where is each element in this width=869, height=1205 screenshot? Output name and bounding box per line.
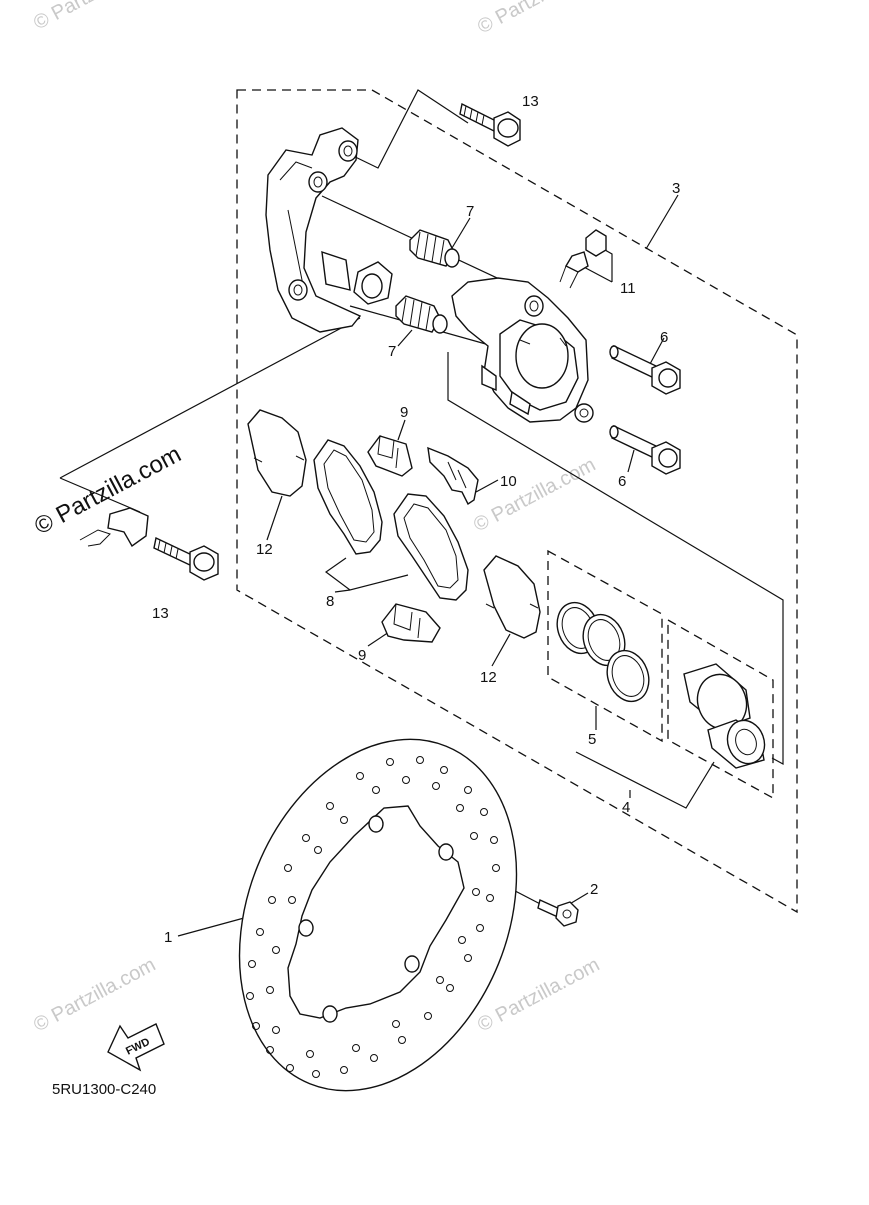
seal-kit-outline	[547, 549, 663, 743]
bolt-13-top	[459, 102, 521, 147]
callout-6-upper: 6	[660, 329, 668, 346]
callout-12-right: 12	[480, 669, 497, 686]
callout-13-top: 13	[522, 93, 539, 110]
callout-1: 1	[164, 929, 172, 946]
callout-2: 2	[590, 881, 598, 898]
slide-pin-6-upper	[609, 344, 681, 395]
watermark: © Partzilla.com	[30, 0, 159, 34]
fwd-arrow-icon: FWD	[107, 1023, 165, 1072]
slide-pin-6-lower	[609, 424, 681, 475]
watermark: © Partzilla.com	[30, 954, 159, 1037]
callout-9-upper: 9	[400, 404, 408, 421]
caliper-bracket	[265, 127, 393, 333]
shim-12-left	[247, 409, 307, 497]
callout-3: 3	[672, 180, 680, 197]
boot-7-upper	[409, 229, 460, 268]
bleed-screw-11	[559, 229, 607, 289]
callout-6-lower: 6	[618, 473, 626, 490]
pad-spring-9-lower	[381, 603, 441, 643]
caliper-pistons-4	[683, 663, 766, 769]
pad-retainer-10	[427, 446, 479, 506]
callout-4: 4	[622, 799, 630, 816]
piston-kit-outline	[667, 618, 774, 800]
callout-7-upper: 7	[466, 203, 474, 220]
callout-8: 8	[326, 593, 334, 610]
shim-12-right	[483, 555, 541, 639]
brake-disc-1	[238, 738, 518, 1092]
brake-pad-8-front	[313, 439, 383, 555]
watermark: © Partzilla.com	[474, 0, 603, 38]
brake-pad-8-rear	[393, 493, 469, 601]
callout-12-left: 12	[256, 541, 273, 558]
piston-seals-5	[556, 601, 650, 703]
callout-11: 11	[620, 280, 636, 297]
retaining-clip	[79, 507, 149, 548]
disc-holes	[246, 756, 500, 1078]
disc-bolt-2	[537, 899, 579, 927]
callout-5: 5	[588, 731, 596, 748]
callout-10: 10	[500, 473, 517, 490]
boot-7-lower	[395, 295, 448, 334]
callout-13-lower: 13	[152, 605, 169, 622]
caliper-body	[451, 277, 594, 423]
callout-7-lower: 7	[388, 343, 396, 360]
part-code: 5RU1300-C240	[52, 1081, 156, 1098]
watermark: © Partzilla.com	[470, 454, 599, 537]
callout-9-lower: 9	[358, 647, 366, 664]
leader-lines	[59, 89, 784, 937]
pad-spring-9-upper	[367, 435, 413, 477]
assembly-outline	[236, 89, 798, 914]
bolt-13-lower	[153, 536, 219, 581]
callout-labels: 13 3 7 11 7 6 6 9 10 12 8 13 9 12 5 4 2 …	[152, 93, 680, 946]
